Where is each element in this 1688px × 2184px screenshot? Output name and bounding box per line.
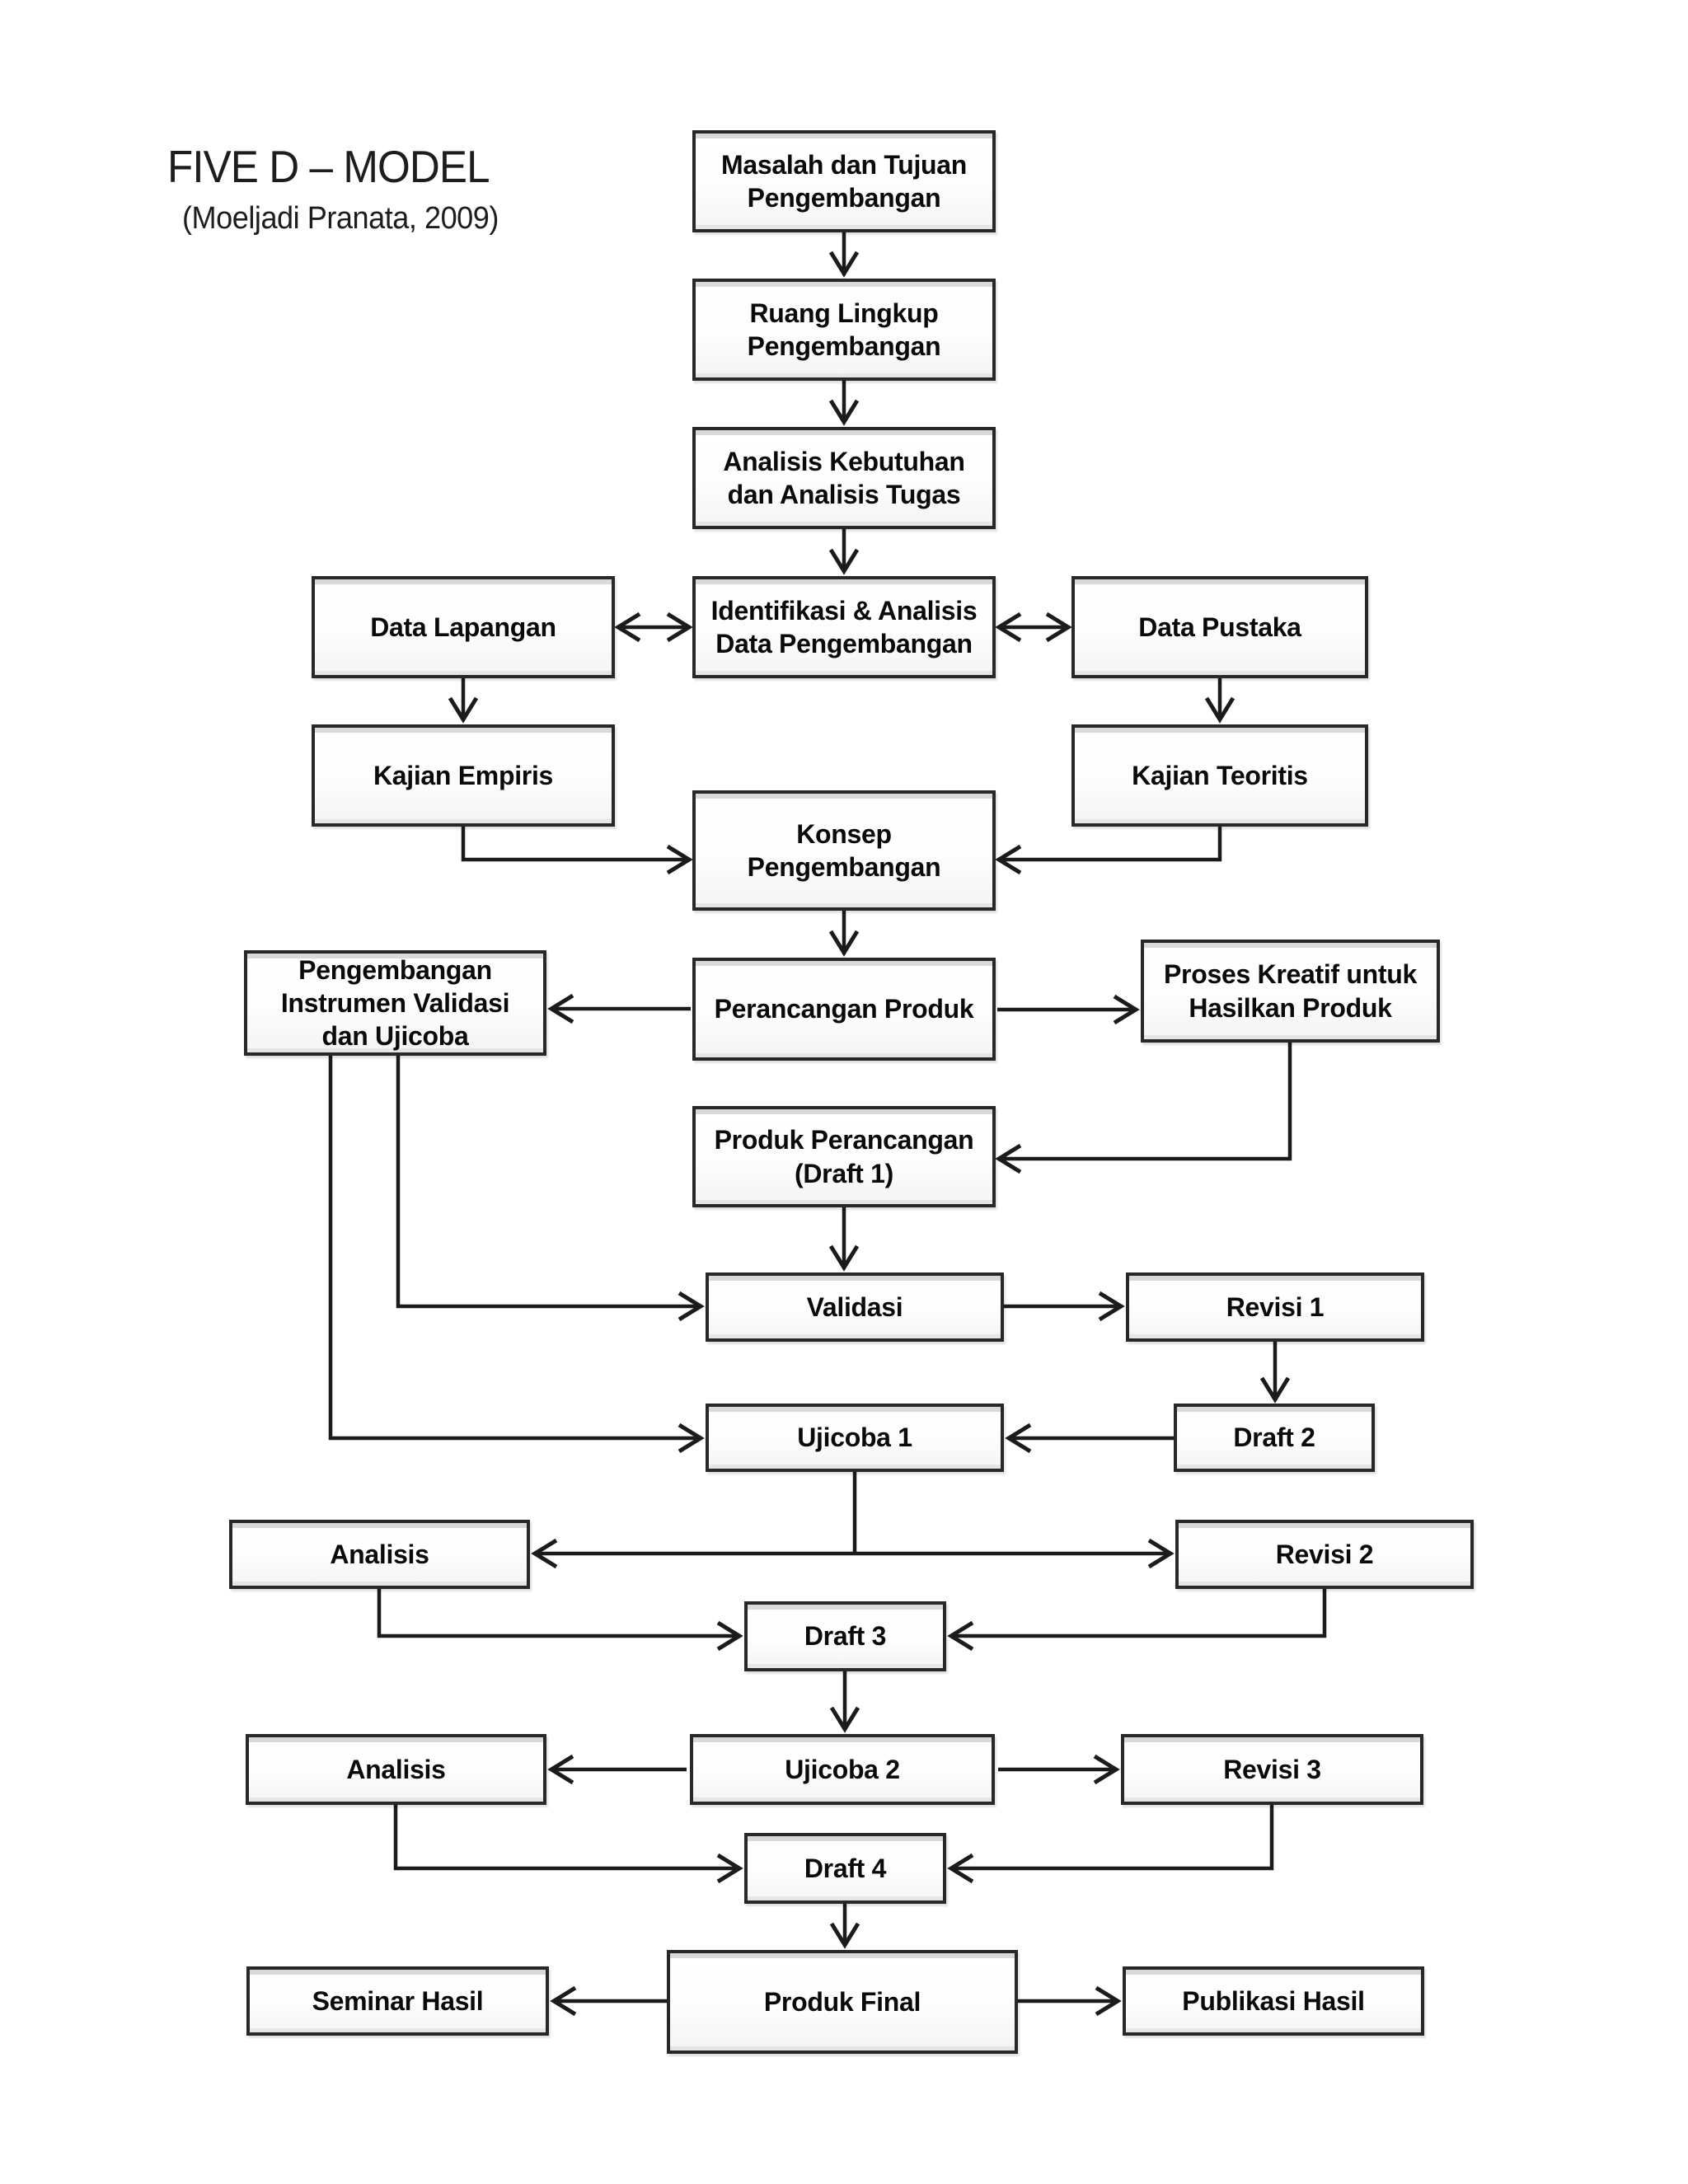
node-kajian-teoritis: Kajian Teoritis: [1071, 724, 1368, 827]
node-perancangan-produk: Perancangan Produk: [692, 958, 996, 1061]
node-konsep-pengembangan: Konsep Pengembangan: [692, 790, 996, 911]
node-identifikasi-analisis-data: Identifikasi & Analisis Data Pengembanga…: [692, 576, 996, 678]
node-draft-2: Draft 2: [1174, 1404, 1375, 1472]
edge-revisi3-draft4: [947, 1805, 1274, 1884]
edge-instrumen-ujicoba1: [328, 1056, 705, 1454]
edge-analisis1-draft3: [377, 1589, 743, 1652]
node-data-pustaka: Data Pustaka: [1071, 576, 1368, 678]
node-kajian-empiris: Kajian Empiris: [312, 724, 615, 827]
edge-instrumen-validasi: [396, 1056, 705, 1322]
node-revisi-3: Revisi 3: [1121, 1734, 1423, 1805]
node-draft-4: Draft 4: [744, 1833, 946, 1904]
node-produk-final: Produk Final: [667, 1950, 1018, 2054]
edge-teoritis-konsep: [995, 827, 1222, 875]
node-masalah-dan-tujuan: Masalah dan Tujuan Pengembangan: [692, 130, 996, 232]
node-seminar-hasil: Seminar Hasil: [246, 1966, 549, 2036]
edge-analisis2-draft4: [393, 1805, 743, 1884]
diagram-title: FIVE D – MODEL: [167, 141, 490, 192]
node-proses-kreatif: Proses Kreatif untuk Hasilkan Produk: [1141, 940, 1440, 1043]
node-revisi-2: Revisi 2: [1175, 1520, 1474, 1589]
node-revisi-1: Revisi 1: [1126, 1272, 1424, 1342]
node-produk-perancangan-draft1: Produk Perancangan (Draft 1): [692, 1106, 996, 1207]
node-analisis-kebutuhan: Analisis Kebutuhan dan Analisis Tugas: [692, 427, 996, 529]
node-ujicoba-1: Ujicoba 1: [706, 1404, 1004, 1472]
node-data-lapangan: Data Lapangan: [312, 576, 615, 678]
node-analisis-2: Analisis: [246, 1734, 546, 1805]
edge-empiris-konsep: [461, 827, 693, 875]
node-publikasi-hasil: Publikasi Hasil: [1123, 1966, 1424, 2036]
node-draft-3: Draft 3: [744, 1601, 946, 1671]
edge-revisi2-draft3: [947, 1589, 1327, 1652]
node-ruang-lingkup: Ruang Lingkup Pengembangan: [692, 279, 996, 381]
diagram-subtitle: (Moeljadi Pranata, 2009): [182, 201, 499, 236]
node-ujicoba-2: Ujicoba 2: [690, 1734, 995, 1805]
edge-proses-draft1: [995, 1043, 1292, 1174]
node-pengembangan-instrumen: Pengembangan Instrumen Validasi dan Ujic…: [244, 950, 546, 1056]
node-validasi: Validasi: [706, 1272, 1004, 1342]
node-analisis-1: Analisis: [229, 1520, 530, 1589]
